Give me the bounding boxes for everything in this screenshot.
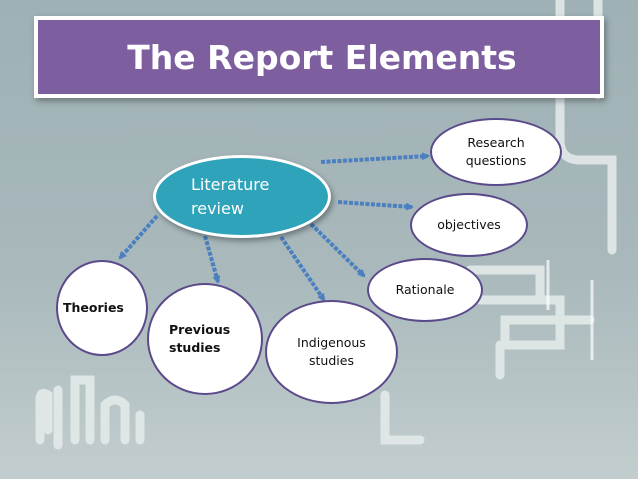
arrow-to-rationale [311, 224, 364, 276]
literature-review-node: Literature review [153, 155, 331, 238]
rationale-node: Rationale [367, 258, 483, 322]
previous-studies-node: Previous studies [147, 283, 263, 395]
literature-review-label: Literature review [156, 173, 269, 219]
indigenous-studies-label: Indigenous studies [297, 334, 366, 370]
research-questions-node: Research questions [430, 118, 562, 186]
previous-studies-label: Previous studies [149, 321, 230, 357]
objectives-node: objectives [410, 193, 528, 257]
arrow-to-theories [120, 216, 157, 258]
research-questions-label: Research questions [466, 134, 527, 170]
theories-node: Theories [56, 260, 148, 356]
rationale-label: Rationale [396, 281, 455, 299]
arrow-to-research-questions [321, 156, 428, 162]
arrow-to-indigenous-studies [281, 237, 324, 300]
objectives-label: objectives [437, 216, 501, 234]
arrow-to-previous-studies [205, 236, 218, 282]
indigenous-studies-node: Indigenous studies [265, 300, 398, 404]
theories-label: Theories [58, 299, 124, 317]
arrow-to-objectives [338, 202, 412, 207]
